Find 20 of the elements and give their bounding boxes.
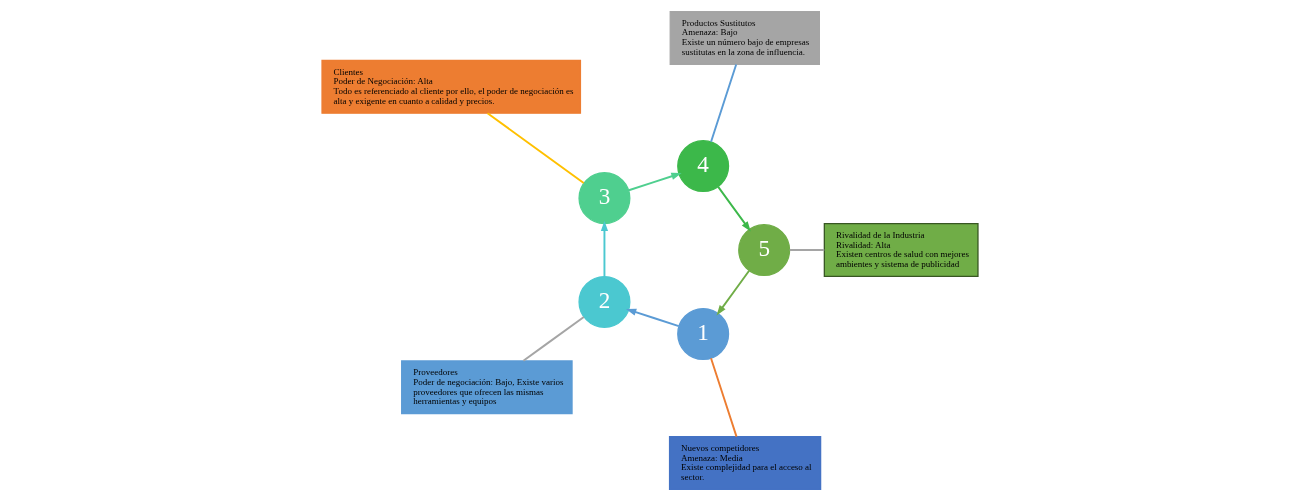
node-box: Proveedores Poder de negociación: Bajo, Existe varios proveedores que ofrecen las mismas herramientas y equipos <box>400 359 573 414</box>
arrow <box>627 172 682 191</box>
node-circle: 3 <box>577 171 630 224</box>
connector <box>486 111 585 184</box>
node-box: Productos Sustitutos Amenaza: Bajo Existe un número bajo de empresas sustitutas en la zona de influencia. <box>669 10 820 65</box>
arrow <box>716 269 750 316</box>
node-box: Nuevos competidores Amenaza: Media Existe complejidad para el acceso al sector. <box>668 435 821 490</box>
node-circle: 1 <box>676 307 729 360</box>
connector <box>709 356 737 438</box>
node-box: Rivalidad de la Industria Rivalidad: Alta Existen centros de salud con mejores ambientes y sistema de publicidad <box>823 222 979 277</box>
arrow <box>600 220 608 277</box>
connector <box>788 248 825 251</box>
node-circle: 4 <box>676 139 729 192</box>
node-circle: 5 <box>737 223 790 276</box>
connector <box>709 63 737 143</box>
node-box: Clientes Poder de Negociación: Alta Todo es referenciado al cliente por ello, el poder de negociación es alta y exigente en cuanto a calidad y precios. <box>320 59 581 114</box>
arrow <box>625 308 680 327</box>
connector <box>521 315 585 362</box>
node-circle: 2 <box>577 275 630 328</box>
arrow <box>716 185 751 232</box>
